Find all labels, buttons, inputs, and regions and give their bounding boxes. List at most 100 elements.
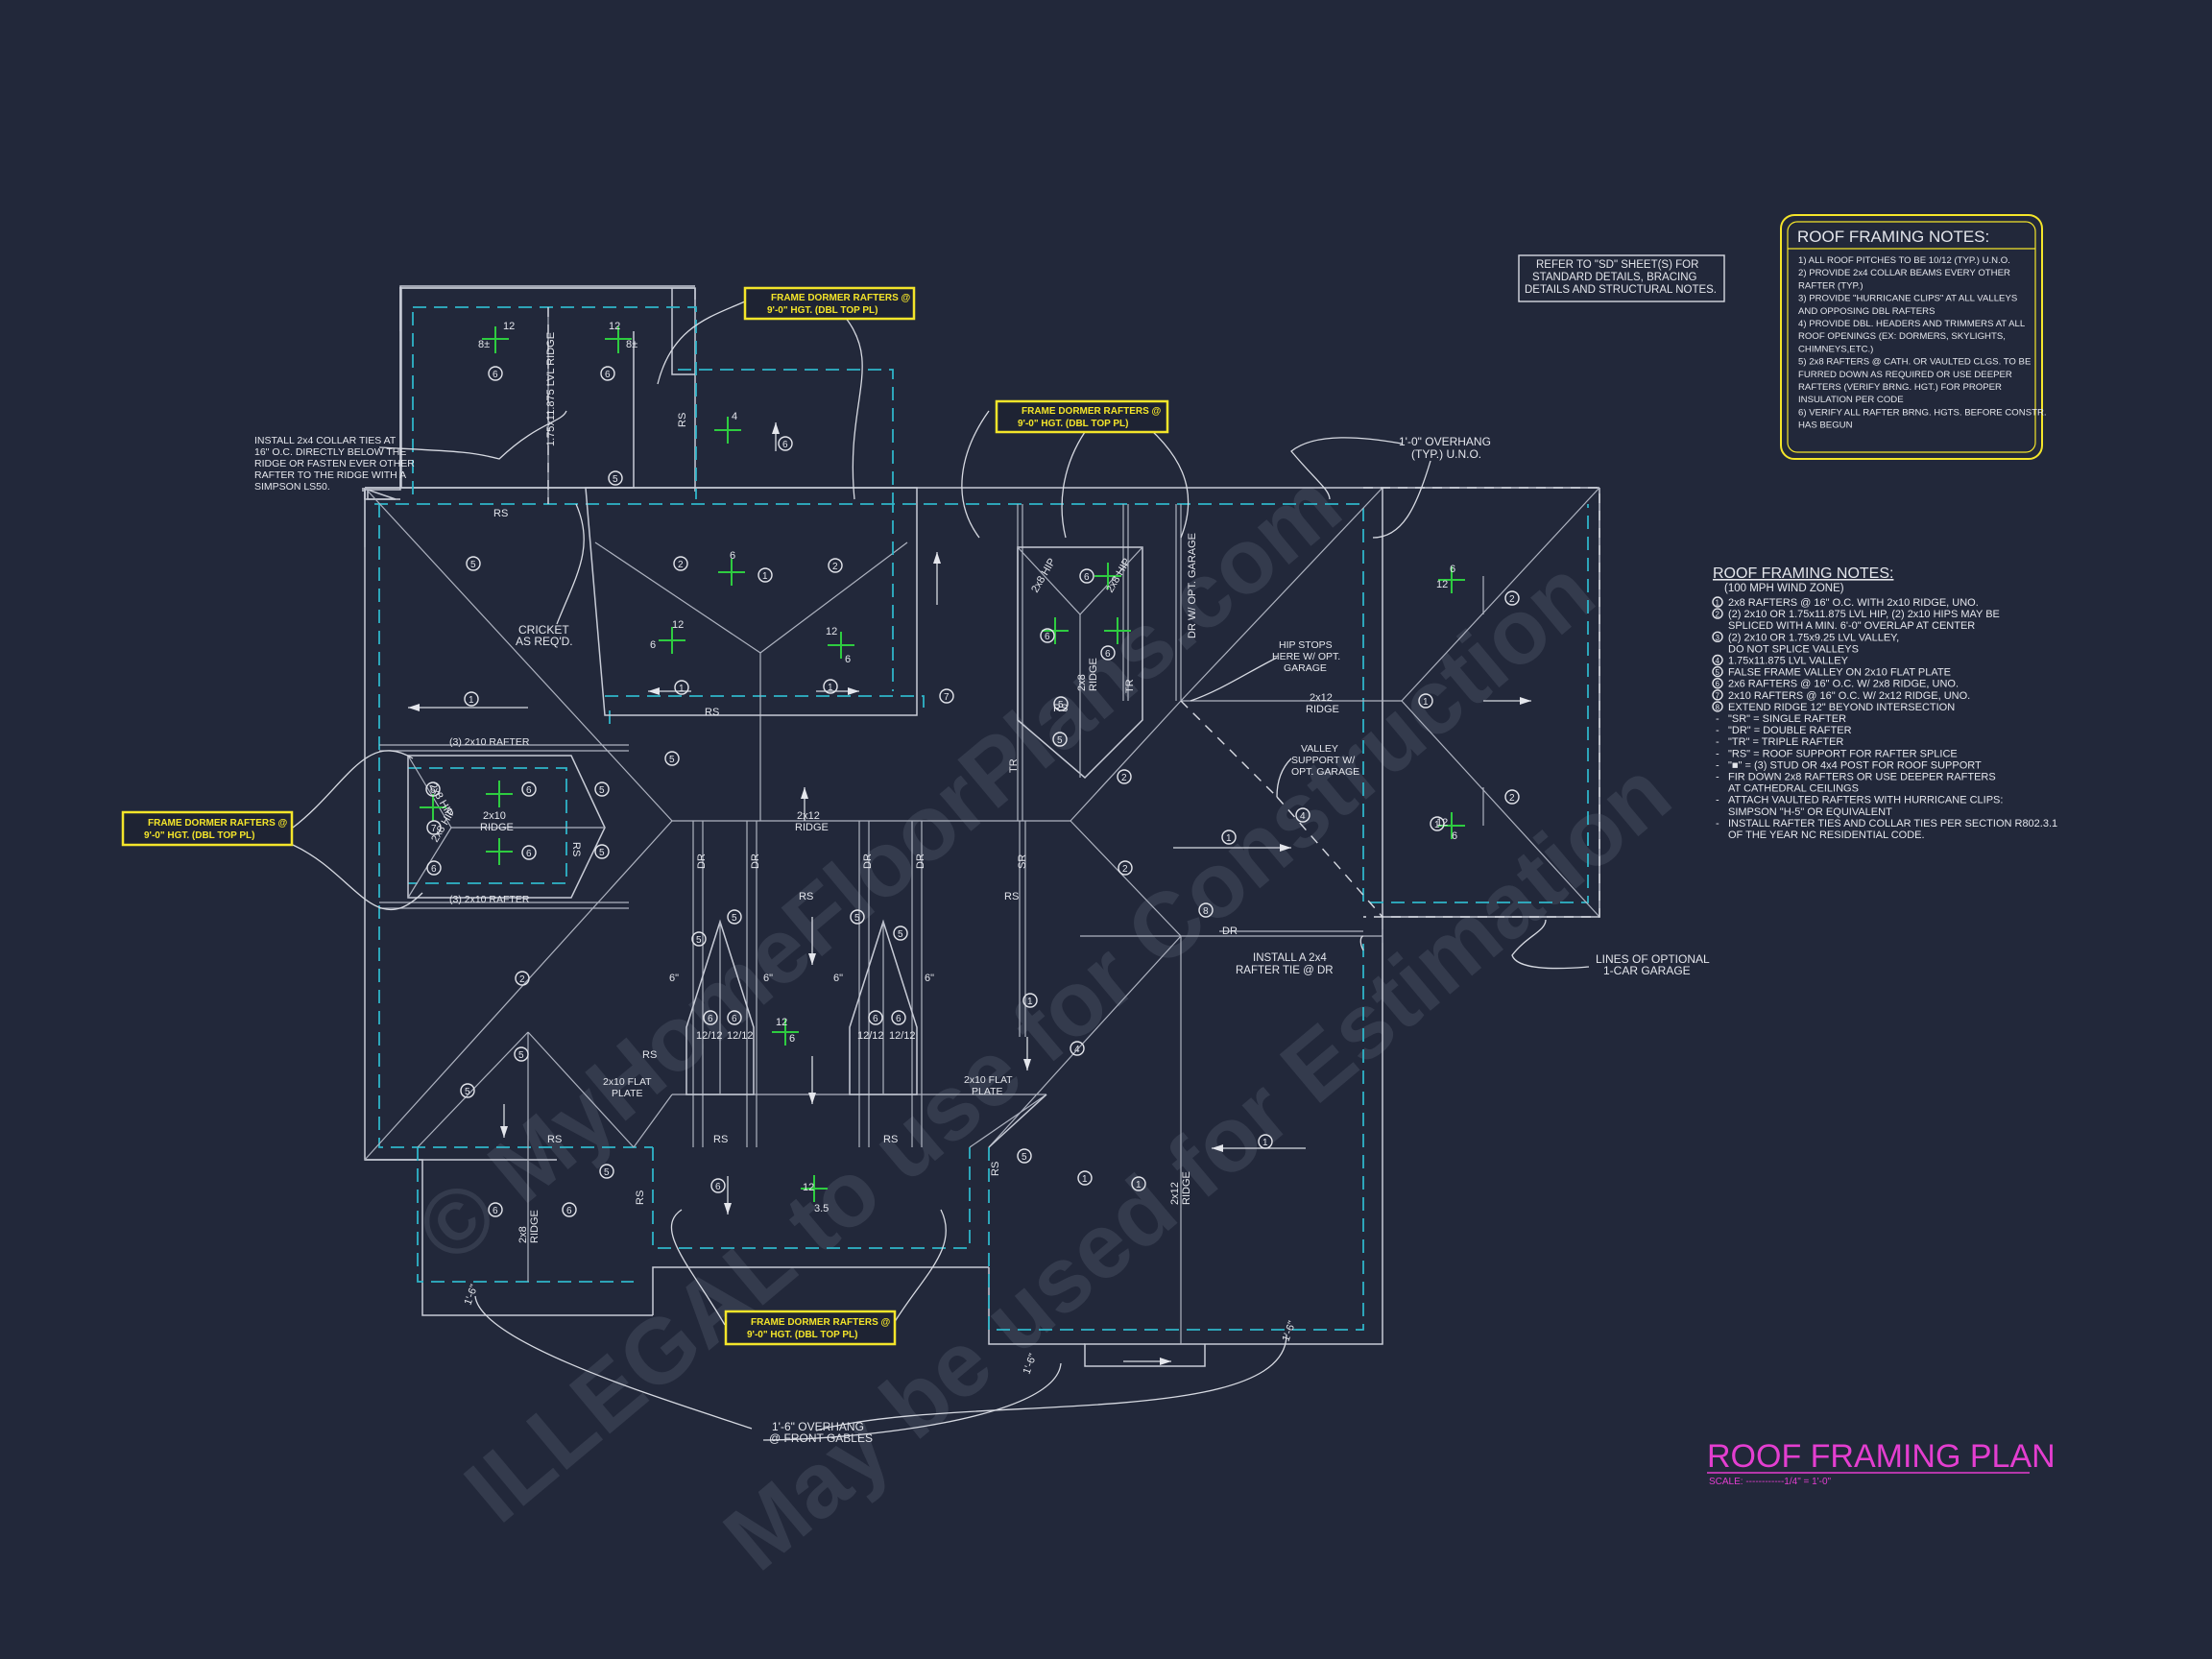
legend-item-text: 1.75x11.875 LVL VALLEY — [1728, 656, 1849, 667]
notes-box-line: FURRED DOWN AS REQUIRED OR USE DEEPER — [1798, 370, 2012, 380]
rafter-type-number: 7 — [431, 824, 437, 834]
dormer-labels: FRAME DORMER RAFTERS @ 9'-0" HGT. (DBL T… — [121, 286, 1169, 1346]
rafter-type-number: 1 — [1226, 833, 1232, 844]
pitch-12: 12 — [1436, 579, 1448, 590]
hip-stops-2: HERE W/ OPT. — [1272, 651, 1340, 662]
legend-bullet: - — [1716, 772, 1719, 783]
overhang-top-label-2: (TYP.) U.N.O. — [1411, 447, 1481, 461]
rs-label: RS — [635, 1190, 646, 1205]
rafter-type-number: 5 — [898, 929, 903, 940]
dim-overhang: 1'-6" — [1281, 1319, 1299, 1343]
ridge-size: 2x8 — [517, 1226, 529, 1243]
legend-bullet: - — [1716, 748, 1719, 759]
rafter-type-number: 5 — [518, 1050, 524, 1061]
plan-scale: SCALE: ------------1/4" = 1'-0" — [1709, 1477, 1832, 1487]
rafter-type-number: 2 — [1121, 773, 1127, 783]
rafter-type-marker — [710, 1178, 726, 1193]
rafter-type-number: 6 — [526, 849, 532, 859]
pitch-6: 6 — [845, 654, 851, 665]
legend-item-text: SPLICED WITH A MIN. 6'-0" OVERLAP AT CEN… — [1728, 620, 1975, 632]
rafter-type-number: 6 — [1105, 649, 1111, 660]
pitch-35: 3.5 — [814, 1203, 829, 1214]
rafter-type-number: 4 — [1300, 811, 1306, 822]
rafter-type-number: 6 — [526, 785, 532, 796]
notes-box-line: AND OPPOSING DBL RAFTERS — [1798, 306, 1936, 317]
legend-marker — [1712, 608, 1723, 619]
dr-label: DR — [750, 854, 761, 869]
rs-label: RS — [705, 707, 719, 718]
legend-item-text: FALSE FRAME VALLEY ON 2x10 FLAT PLATE — [1728, 667, 1951, 679]
tr-label: TR — [1008, 758, 1020, 773]
rafter-type-marker — [1022, 993, 1038, 1008]
rafter-type-marker — [594, 781, 610, 797]
rafter-type-marker — [1295, 807, 1310, 823]
legend-marker-number: 4 — [1716, 657, 1720, 665]
legend-marker — [1712, 689, 1723, 701]
rafter-type-number: 6 — [1084, 572, 1090, 583]
rafter-type-marker — [488, 366, 503, 381]
rafter-type-marker — [1504, 590, 1520, 606]
rafter-type-marker — [1221, 830, 1237, 845]
rafter-type-marker — [1504, 789, 1520, 805]
pitch-12: 12 — [672, 619, 684, 631]
rafter-type-marker — [608, 470, 623, 486]
legend-bullet: - — [1716, 736, 1719, 748]
pitch-4: 4 — [732, 411, 737, 422]
rafter-type-marker — [823, 679, 838, 694]
rafter-type-number: 5 — [854, 913, 860, 924]
rs-label: RS — [493, 508, 508, 519]
notes-box-line: HAS BEGUN — [1798, 421, 1853, 431]
rafter-type-number: 1 — [1262, 1138, 1268, 1148]
cricket-label-2: AS REQ'D. — [516, 635, 573, 648]
dr-label: DR — [1222, 926, 1238, 937]
dim-6: 6" — [669, 973, 679, 984]
flat-plate-left-2: PLATE — [612, 1088, 642, 1099]
legend-marker-number: 7 — [1716, 691, 1720, 700]
cricket-label-1: CRICKET — [518, 623, 569, 637]
rafter-type-number: 5 — [465, 1087, 470, 1097]
valley-support-1: VALLEY — [1301, 743, 1338, 755]
rafter-type-marker — [599, 1164, 614, 1179]
pitch-6: 6 — [730, 550, 735, 562]
legend-title: ROOF FRAMING NOTES: — [1713, 565, 1893, 582]
legend-item-text: FIR DOWN 2x8 RAFTERS OR USE DEEPER RAFTE… — [1728, 772, 1996, 783]
notes-box-line: RAFTERS (VERIFY BRNG. HGT.) FOR PROPER — [1798, 382, 2002, 393]
legend: ROOF FRAMING NOTES: (100 MPH WIND ZONE) … — [1712, 565, 2057, 841]
notes-box-line: 6) VERIFY ALL RAFTER BRNG. HGTS. BEFORE … — [1798, 407, 2047, 418]
pitch-12: 12 — [826, 626, 837, 637]
refer-box-line-2: STANDARD DETAILS, BRACING — [1532, 272, 1697, 283]
rafter-type-marker — [1198, 902, 1214, 918]
rafter-type-number: 5 — [470, 560, 476, 570]
dr-label: DR — [696, 854, 708, 869]
dormer-label-bottom-1: FRAME DORMER RAFTERS @ — [751, 1317, 891, 1328]
rafter-type-marker — [464, 691, 479, 707]
legend-item-text: 2x10 RAFTERS @ 16" O.C. W/ 2x12 RIDGE, U… — [1728, 690, 1970, 702]
rafter-tie-1: INSTALL A 2x4 — [1253, 952, 1327, 964]
pitch-6: 6 — [789, 1033, 795, 1045]
ridge-text: RIDGE — [1306, 704, 1339, 715]
rafter-type-number: 5 — [1057, 735, 1063, 746]
rs-label: RS — [883, 1134, 898, 1145]
ridge-text: RIDGE — [480, 822, 514, 833]
rafter-type-marker — [1052, 732, 1068, 747]
rafter-type-marker — [673, 556, 688, 571]
dormer-label-bottom-box — [724, 1310, 897, 1346]
rafter-type-marker — [521, 845, 537, 860]
dormer-label-mid-1: FRAME DORMER RAFTERS @ — [1022, 406, 1162, 417]
pitch-6: 6 — [1450, 564, 1455, 575]
annotations: INSTALL 2x4 COLLAR TIES AT 16" O.C. DIRE… — [254, 435, 1710, 1445]
rafter-type-number: 5 — [1058, 700, 1064, 710]
ridge-text: RIDGE — [1088, 658, 1099, 691]
pitch-8: 8± — [478, 339, 490, 350]
dr-label: DR — [862, 854, 874, 869]
notes-box-line: 1) ALL ROOF PITCHES TO BE 10/12 (TYP.) U… — [1798, 255, 2010, 266]
ridge-size: 2x10 — [483, 810, 506, 822]
rafter-type-marker — [426, 820, 442, 835]
ridge-text: RIDGE — [529, 1210, 541, 1243]
rafter-type-number: 1 — [1434, 820, 1440, 830]
hip-stops-1: HIP STOPS — [1279, 639, 1333, 651]
rafter-type-marker — [703, 1010, 718, 1025]
rs-label: RS — [642, 1049, 657, 1061]
rs-label: RS — [713, 1134, 728, 1145]
legend-item-text: INSTALL RAFTER TIES AND COLLAR TIES PER … — [1728, 818, 2057, 830]
